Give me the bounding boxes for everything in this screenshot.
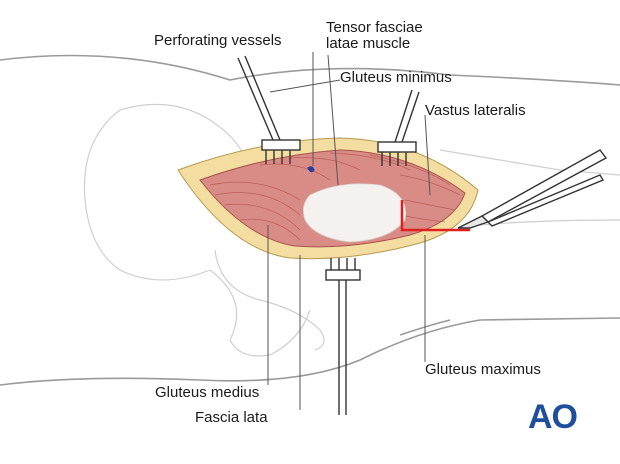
scalpel-icon bbox=[457, 149, 608, 229]
perforating-vessel bbox=[307, 166, 315, 173]
label-gluteus-maximus: Gluteus maximus bbox=[425, 361, 541, 378]
retractor-icon bbox=[237, 55, 301, 164]
label-gluteus-minimus: Gluteus minimus bbox=[340, 69, 452, 86]
pelvis-outline bbox=[83, 103, 620, 357]
label-tensor-fasciae-latae: Tensor fasciae latae muscle bbox=[326, 20, 423, 52]
leader-lines bbox=[267, 52, 431, 410]
label-fascia-lata: Fascia lata bbox=[195, 409, 268, 426]
ao-logo: AO bbox=[528, 398, 578, 436]
muscle-fibres bbox=[209, 152, 461, 241]
retractor-icon bbox=[377, 89, 420, 166]
body-outline bbox=[0, 54, 620, 386]
retractor-icon bbox=[325, 258, 361, 415]
label-perforating-vessels: Perforating vessels bbox=[154, 32, 282, 49]
label-tensor-line2: latae muscle bbox=[326, 35, 411, 52]
label-tensor-line1: Tensor fasciae bbox=[326, 19, 423, 36]
label-gluteus-medius: Gluteus medius bbox=[155, 384, 260, 401]
tendon-area bbox=[302, 183, 407, 243]
incision-marking bbox=[400, 200, 470, 232]
label-vastus-lateralis: Vastus lateralis bbox=[425, 102, 526, 119]
